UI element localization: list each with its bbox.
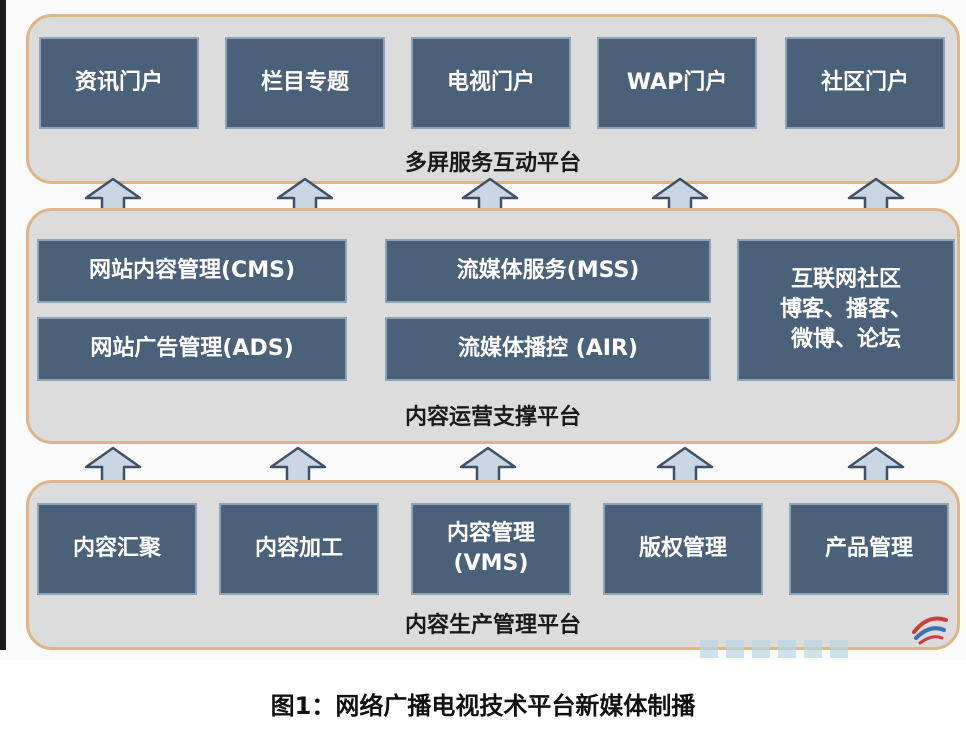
watermark-logo-icon <box>912 616 948 645</box>
box-product-management: 产品管理 <box>789 503 949 595</box>
box-community-portal: 社区门户 <box>785 37 945 129</box>
platform-content-production: 内容汇聚 内容加工 内容管理 (VMS) 版权管理 产品管理 内容生产管理平台 <box>26 480 960 650</box>
up-arrow-icon <box>459 446 517 485</box>
box-copyright-management: 版权管理 <box>603 503 763 595</box>
platform-title-content-operation: 内容运营支撑平台 <box>404 405 581 430</box>
box-news-portal: 资讯门户 <box>39 37 199 129</box>
box-mss: 流媒体服务(MSS) <box>385 239 711 303</box>
figure-caption: 图1：网络广播电视技术平台新媒体制播 <box>270 692 696 720</box>
left-border-line <box>0 0 6 650</box>
up-arrow-icon <box>84 446 142 485</box>
box-cms: 网站内容管理(CMS) <box>37 239 347 303</box>
box-content-management-vms: 内容管理 (VMS) <box>411 503 571 595</box>
platform-content-operation: 网站内容管理(CMS) 网站广告管理(ADS) 流媒体服务(MSS) 流媒体播控… <box>26 208 960 444</box>
box-content-aggregation: 内容汇聚 <box>37 503 197 595</box>
platform-title-content-production: 内容生产管理平台 <box>404 613 581 638</box>
box-column-topic: 栏目专题 <box>225 37 385 129</box>
box-content-processing: 内容加工 <box>219 503 379 595</box>
box-tv-portal: 电视门户 <box>411 37 571 129</box>
box-internet-community: 互联网社区 博客、播客、 微博、论坛 <box>737 239 955 381</box>
platform-title-multiscreen: 多屏服务互动平台 <box>404 151 581 176</box>
box-air: 流媒体播控 (AIR) <box>385 317 711 381</box>
up-arrow-icon <box>269 446 327 485</box>
up-arrow-icon <box>656 446 714 485</box>
diagram-canvas: 资讯门户 栏目专题 电视门户 WAP门户 社区门户 多屏服务互动平台 网站内容管… <box>0 0 960 658</box>
up-arrow-icon <box>847 446 905 485</box>
platform-multiscreen-service: 资讯门户 栏目专题 电视门户 WAP门户 社区门户 多屏服务互动平台 <box>26 14 960 184</box>
faint-watermark-text <box>700 640 850 658</box>
box-wap-portal: WAP门户 <box>597 37 757 129</box>
box-ads: 网站广告管理(ADS) <box>37 317 347 381</box>
